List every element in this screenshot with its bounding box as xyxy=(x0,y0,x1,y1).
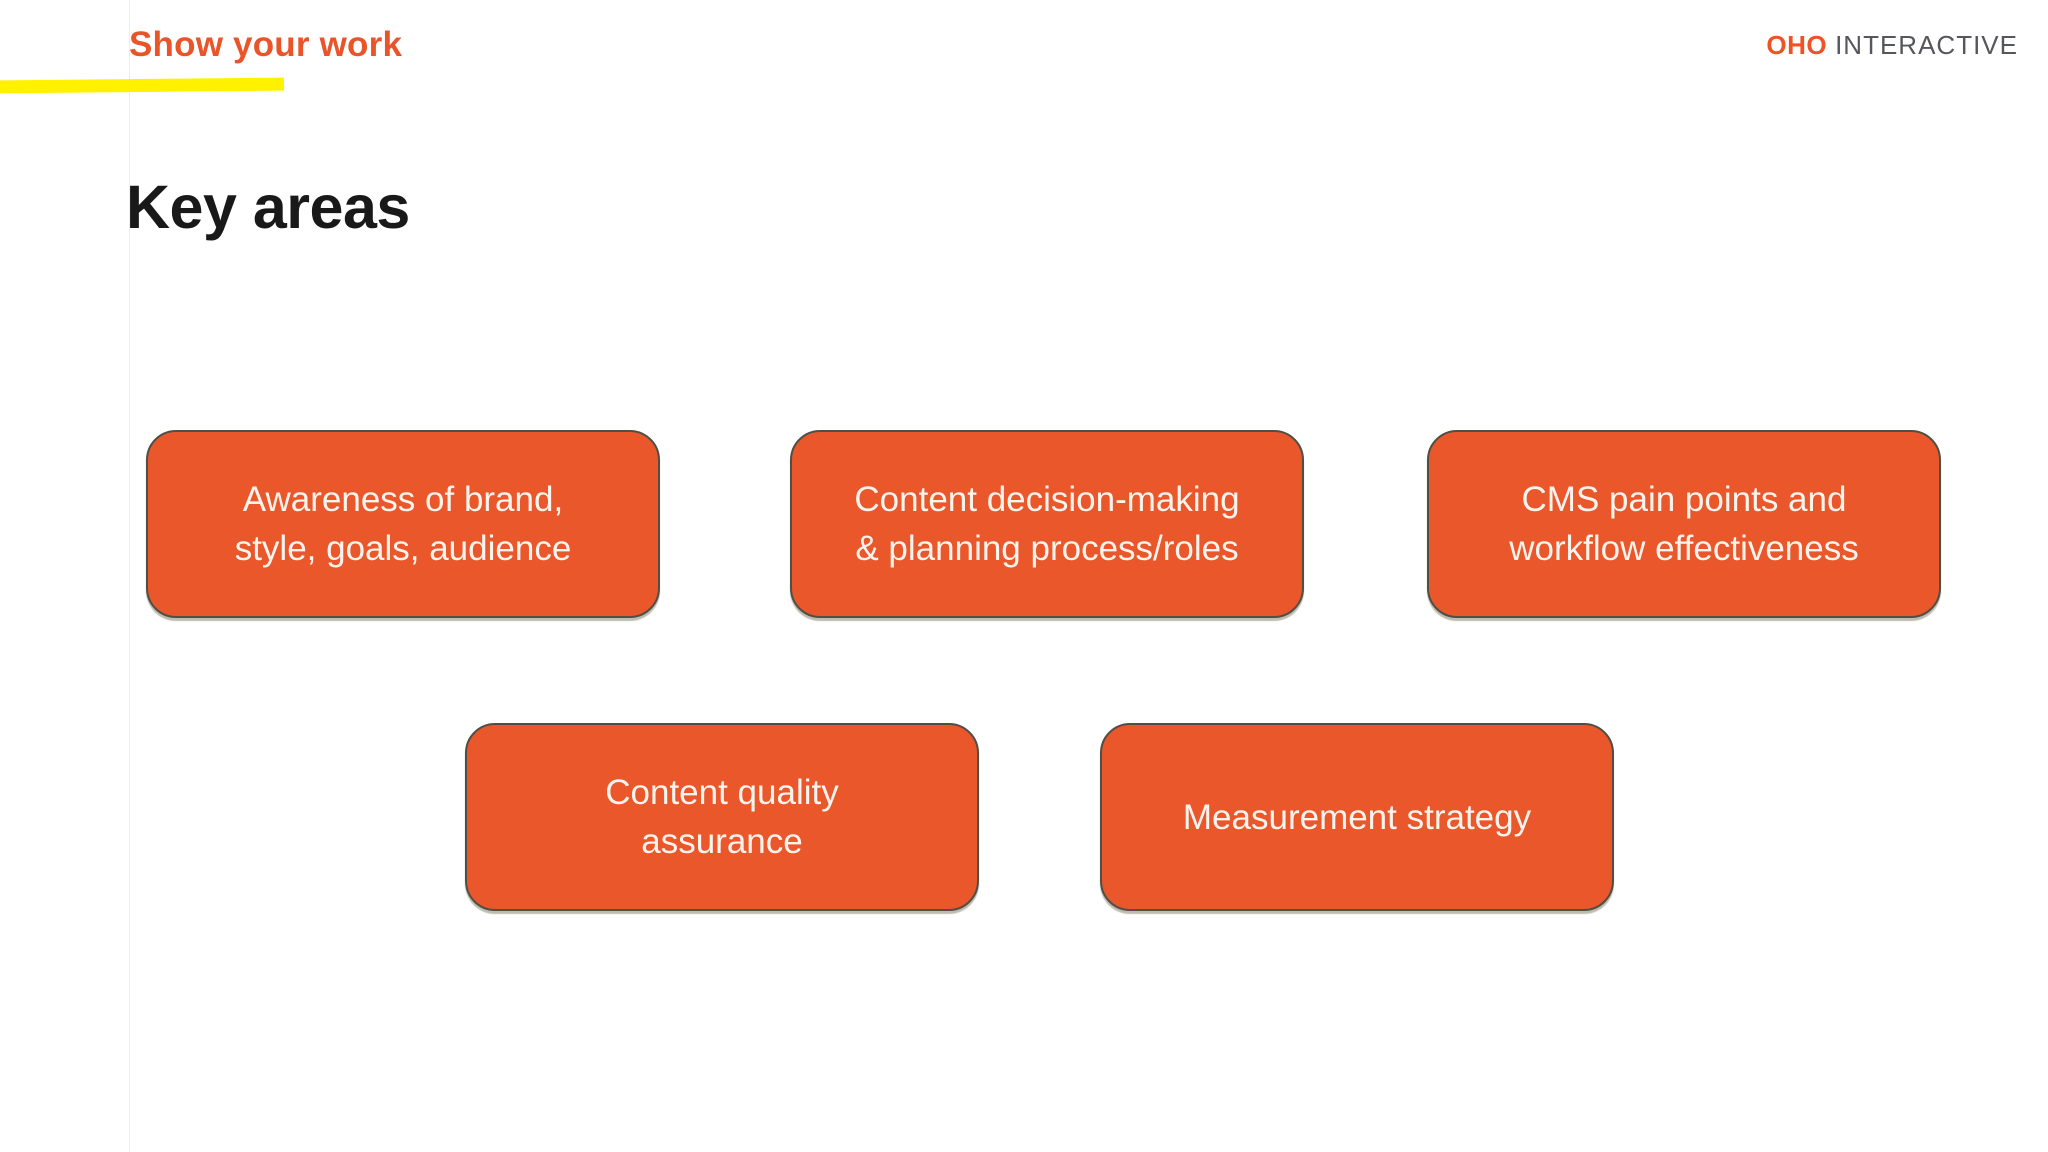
slide-title: Key areas xyxy=(126,173,410,241)
key-area-box-quality-assurance: Content quality assurance xyxy=(465,723,979,911)
logo-interactive-text: INTERACTIVE xyxy=(1835,30,2018,60)
logo-oho-text: OHO xyxy=(1766,30,1828,60)
key-area-box-awareness: Awareness of brand, style, goals, audien… xyxy=(146,430,660,618)
key-area-box-decision-making: Content decision-making & planning proce… xyxy=(790,430,1304,618)
slide-left-edge-line xyxy=(129,0,130,1152)
slide-tagline: Show your work xyxy=(129,25,403,64)
key-area-label: Awareness of brand, style, goals, audien… xyxy=(234,480,572,568)
key-area-box-measurement-strategy: Measurement strategy xyxy=(1100,723,1614,911)
key-area-label: Content decision-making & planning proce… xyxy=(854,480,1240,568)
key-area-label: Content quality assurance xyxy=(605,773,839,861)
yellow-highlight-bar xyxy=(0,77,285,94)
key-area-label: Measurement strategy xyxy=(1182,797,1532,837)
key-area-label: CMS pain points and workflow effectivene… xyxy=(1509,480,1859,568)
key-area-box-cms-pain-points: CMS pain points and workflow effectivene… xyxy=(1427,430,1941,618)
